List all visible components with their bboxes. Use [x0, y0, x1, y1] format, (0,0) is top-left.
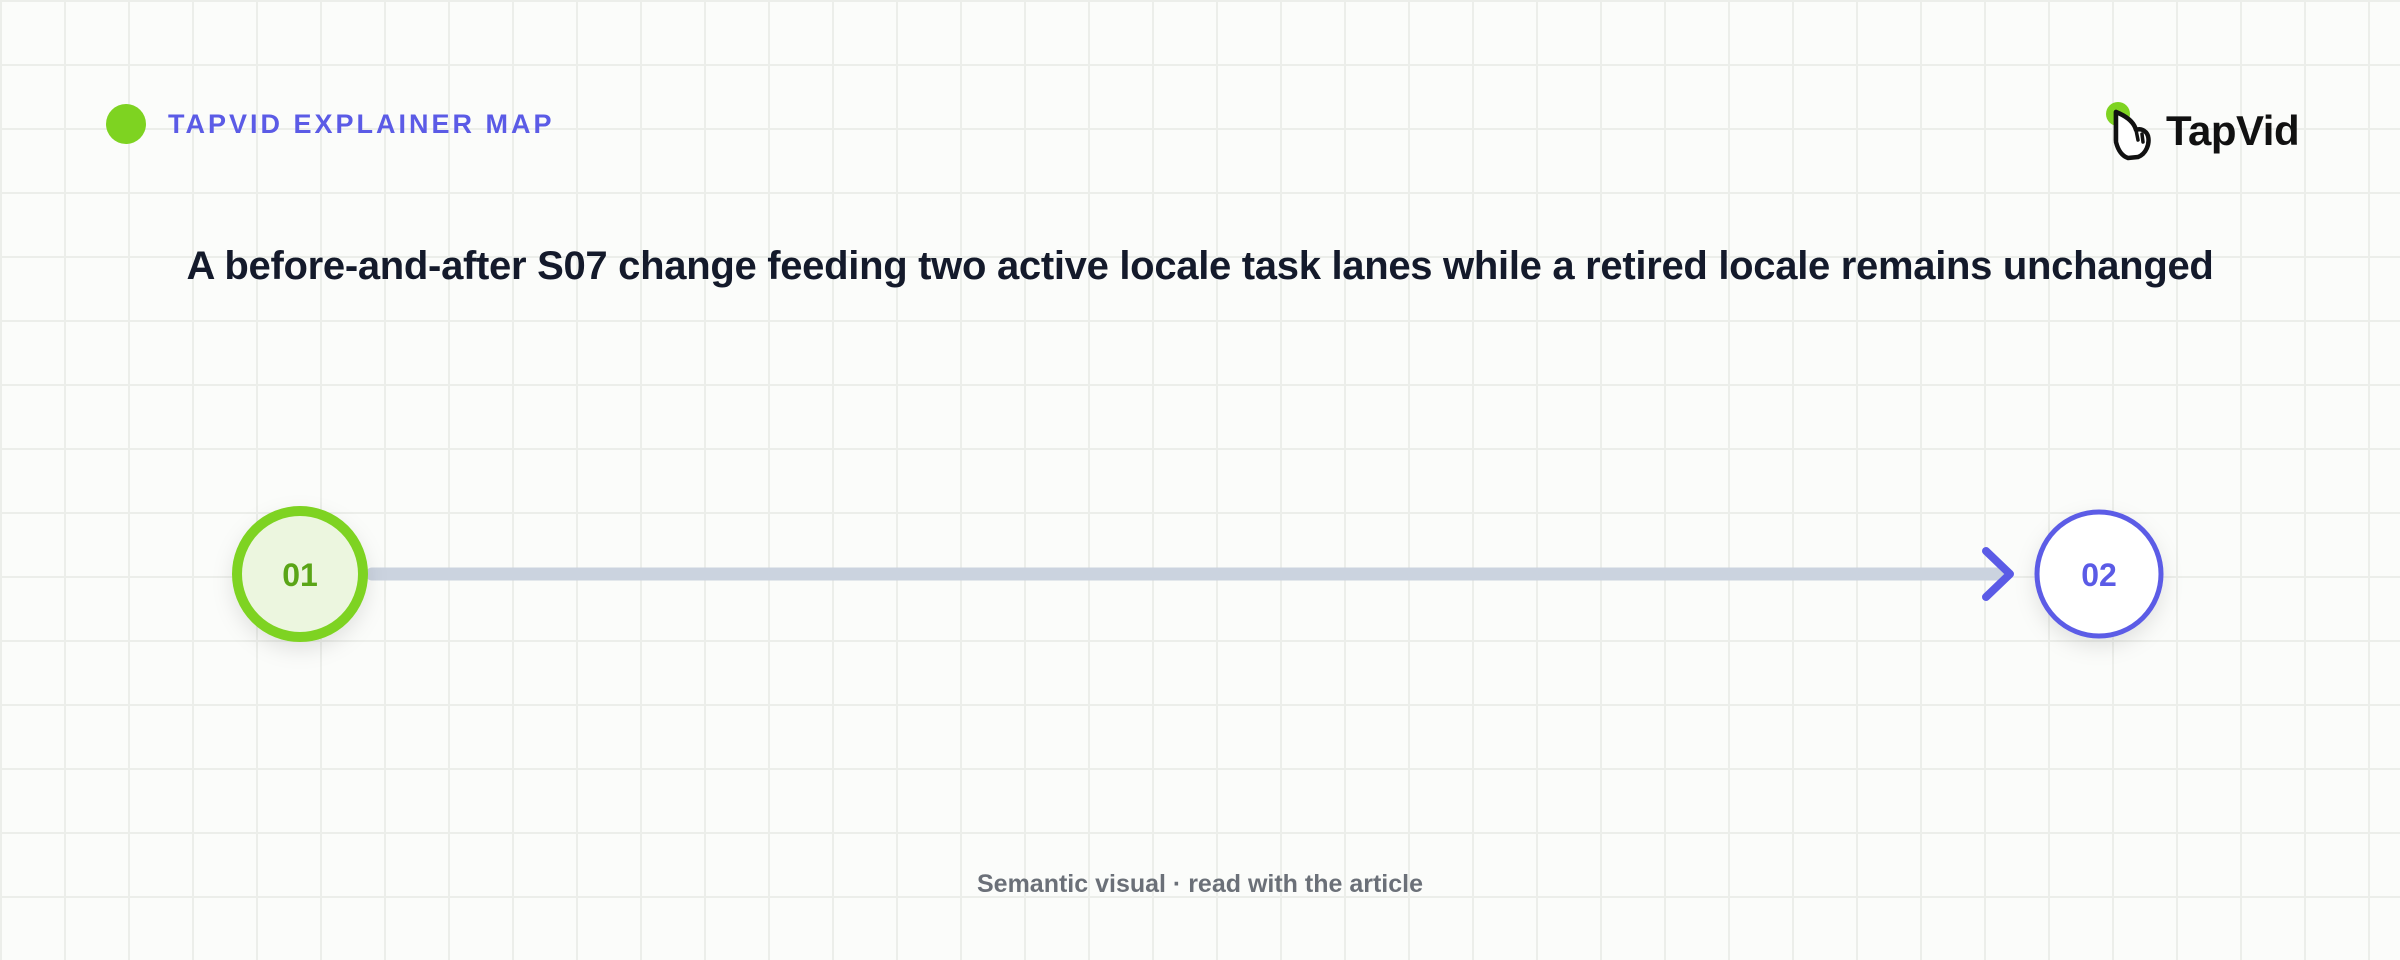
eyebrow-dot-icon — [106, 104, 146, 144]
node-02-label: 02 — [2081, 557, 2117, 593]
eyebrow-label: TAPVID EXPLAINER MAP — [168, 108, 555, 139]
page-title: A before-and-after S07 change feeding tw… — [186, 244, 2214, 288]
pointing-hand-icon — [2106, 102, 2151, 161]
node-02[interactable]: 02 — [2034, 509, 2164, 639]
eyebrow: TAPVID EXPLAINER MAP — [106, 102, 555, 146]
arrowhead-icon — [1982, 547, 2014, 601]
node-01[interactable]: 01 — [232, 506, 368, 642]
node-01-label: 01 — [282, 557, 318, 593]
brand-logo[interactable]: TapVid — [2104, 96, 2300, 166]
brand-name: TapVid — [2166, 107, 2300, 154]
footer-caption: Semantic visual · read with the article — [977, 870, 1423, 898]
